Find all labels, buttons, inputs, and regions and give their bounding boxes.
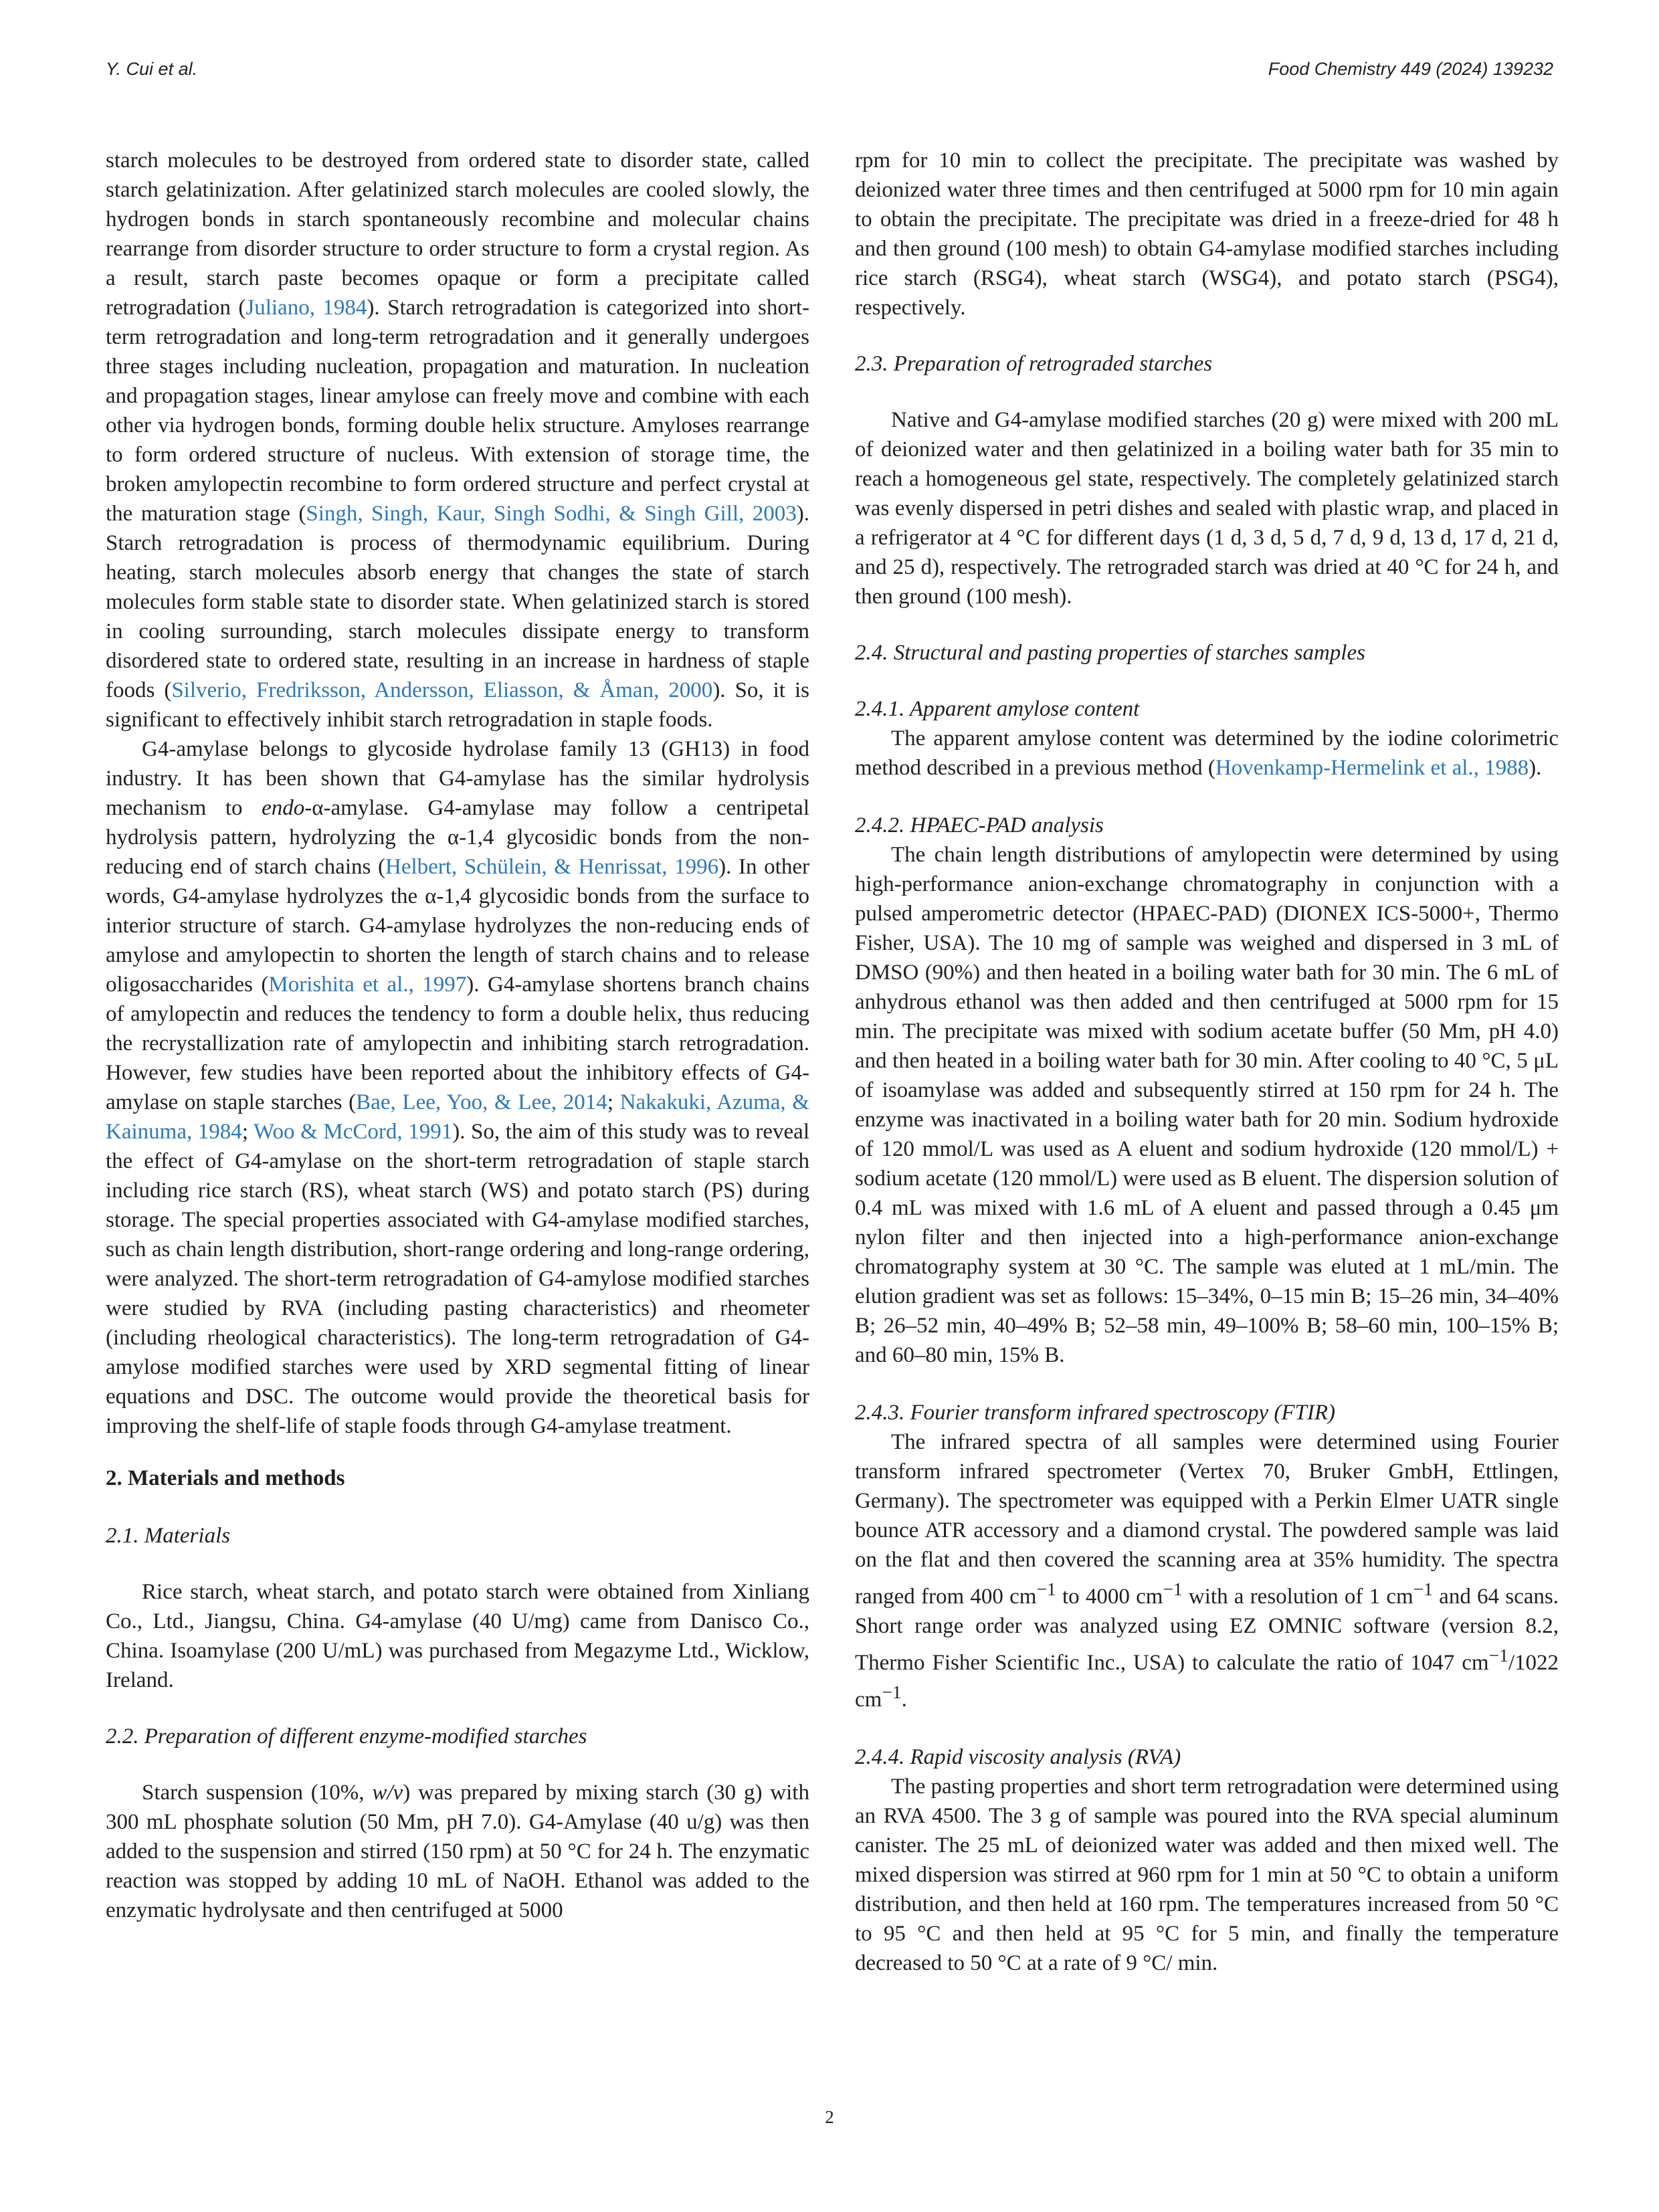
subsection-heading-retrograded: 2.3. Preparation of retrograded starches (855, 352, 1213, 376)
paragraph-g4-amylase: G4-amylase belongs to glycoside hydrolas… (106, 737, 810, 1438)
section-heading-methods: 2. Materials and methods (106, 1466, 345, 1490)
subsubsection-heading-hpaec: 2.4.2. HPAEC-PAD analysis (855, 813, 1104, 837)
citation-link[interactable]: Hovenkamp-Hermelink et al., 1988 (1215, 756, 1529, 780)
paragraph-retrograded: Native and G4-amylase modified starches … (855, 408, 1559, 609)
subsection-heading-structural: 2.4. Structural and pasting properties o… (855, 641, 1365, 665)
paragraph-hpaec: The chain length distributions of amylop… (855, 843, 1559, 1367)
subsubsection-heading-rva: 2.4.4. Rapid viscosity analysis (RVA) (855, 1745, 1181, 1769)
citation-link[interactable]: Juliano, 1984 (246, 296, 367, 320)
paragraph-preparation: Starch suspension (10%, w/v) was prepare… (106, 1781, 809, 1922)
left-column: starch molecules to be destroyed from or… (106, 146, 809, 1925)
subsubsection-heading-ftir: 2.4.3. Fourier transform infrared spectr… (855, 1401, 1335, 1425)
citation-link[interactable]: Nakakuki, Azuma, & Kainuma, 1984 (106, 1090, 810, 1144)
citation-link[interactable]: Bae, Lee, Yoo, & Lee, 2014 (356, 1090, 607, 1114)
header-authors: Y. Cui et al. (106, 59, 198, 79)
citation-link[interactable]: Singh, Singh, Kaur, Singh Sodhi, & Singh… (306, 502, 797, 526)
paragraph-retrogradation: starch molecules to be destroyed from or… (106, 148, 810, 732)
paragraph-ftir: The infrared spectra of all samples were… (855, 1430, 1559, 1712)
subsection-heading-preparation: 2.2. Preparation of different enzyme-mod… (106, 1724, 587, 1748)
subsubsection-heading-amylose: 2.4.1. Apparent amylose content (855, 697, 1140, 721)
citation-link[interactable]: Woo & McCord, 1991 (253, 1120, 453, 1144)
right-column: rpm for 10 min to collect the precipitat… (855, 146, 1559, 1978)
citation-link[interactable]: Helbert, Schülein, & Henrissat, 1996 (385, 855, 719, 879)
running-head: Y. Cui et al. Food Chemistry 449 (2024) … (106, 59, 1553, 86)
paragraph-preparation-continued: rpm for 10 min to collect the precipitat… (855, 148, 1559, 320)
header-journal: Food Chemistry 449 (2024) 139232 (1268, 59, 1553, 79)
paragraph-amylose: The apparent amylose content was determi… (855, 726, 1559, 780)
subsection-heading-materials: 2.1. Materials (106, 1524, 231, 1548)
page-number: 2 (825, 2107, 834, 2127)
citation-link[interactable]: Silverio, Fredriksson, Andersson, Eliass… (171, 678, 713, 702)
citation-link[interactable]: Morishita et al., 1997 (268, 973, 467, 997)
paragraph-materials: Rice starch, wheat starch, and potato st… (106, 1580, 809, 1692)
paragraph-rva: The pasting properties and short term re… (855, 1775, 1559, 1975)
